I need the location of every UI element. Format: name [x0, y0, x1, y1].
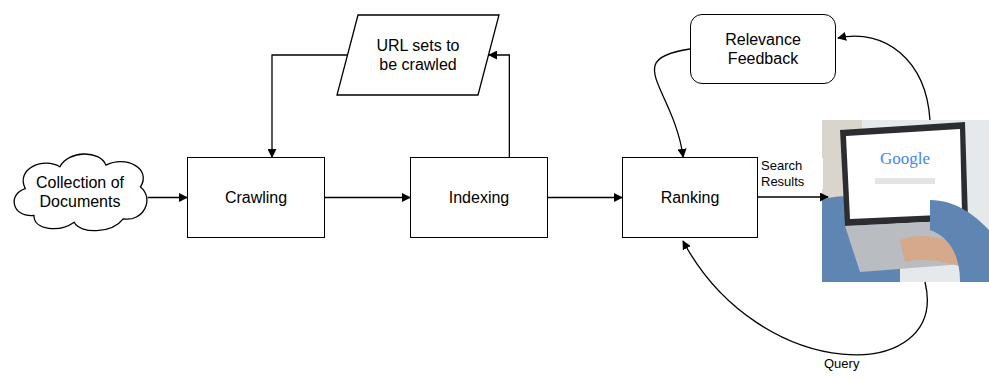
edge-label: Query — [822, 356, 861, 372]
query-curve — [683, 241, 927, 355]
shape-outline — [337, 15, 499, 95]
process-box: Crawling — [187, 157, 325, 238]
data-parallelogram: URL sets to be crawled — [336, 14, 500, 96]
flow-arrow — [272, 55, 347, 157]
feedback-box: Relevance Feedback — [690, 14, 836, 84]
node-text: Relevance Feedback — [703, 30, 823, 68]
flow-arrow — [148, 197, 187, 198]
document-cloud: Collection of Documents — [8, 150, 152, 234]
feedback-curve — [838, 36, 930, 120]
flow-arrow — [489, 55, 509, 157]
logo-text: Google — [880, 150, 930, 167]
node-text: Ranking — [661, 188, 720, 207]
results-arrow — [758, 196, 828, 197]
edge-label: Search Results — [759, 158, 823, 189]
process-box: Indexing — [410, 157, 548, 238]
flow-arrow — [325, 197, 410, 198]
cloud-outline — [8, 150, 152, 234]
parallelogram-outline — [336, 14, 500, 96]
flow-arrow — [654, 49, 690, 157]
node-text: Indexing — [449, 188, 510, 207]
process-box: Ranking — [622, 157, 758, 238]
flow-arrow — [548, 197, 622, 198]
node-text: Crawling — [225, 188, 287, 207]
node-text: URL sets to be crawled — [366, 36, 470, 74]
shape-outline — [14, 154, 147, 231]
node-text: Collection of Documents — [28, 173, 132, 211]
user-photo — [822, 120, 989, 282]
